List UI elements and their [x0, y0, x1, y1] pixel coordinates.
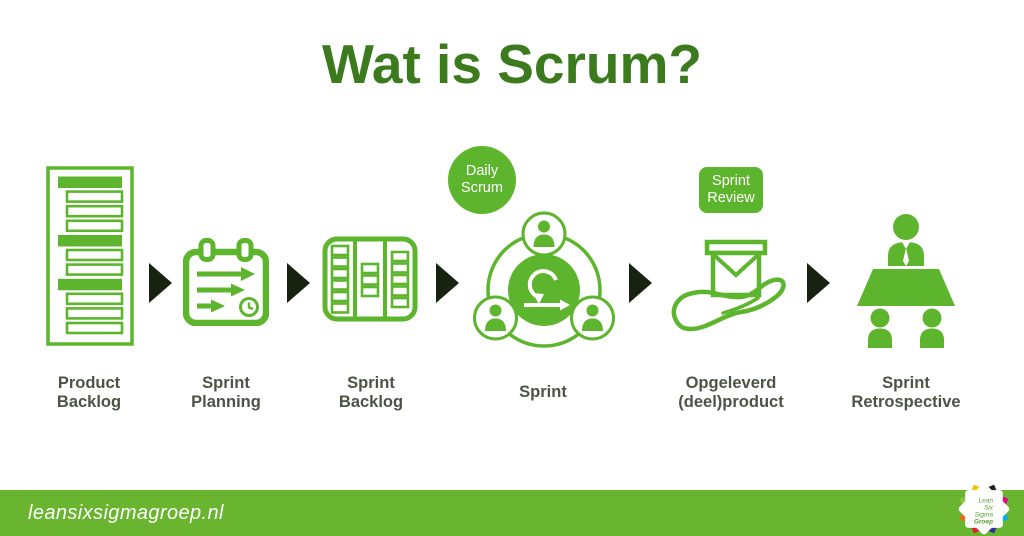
label-sprint-planning: Sprint Planning: [191, 374, 261, 411]
label-sprint-retrospective: Sprint Retrospective: [851, 374, 961, 411]
team-member-icon: [570, 295, 615, 341]
label-product-backlog: Product Backlog: [56, 374, 122, 411]
flow-arrow-icon: [807, 263, 830, 303]
label-sprint: Sprint: [519, 383, 567, 401]
svg-text:Groep: Groep: [974, 519, 993, 526]
logo-text: Lean Six Sigma Groep: [974, 498, 994, 526]
sprint-review-badge: Sprint Review: [699, 167, 763, 213]
sprint-loop-icon: [508, 254, 580, 326]
sprint-cycle-icon: [473, 211, 615, 348]
svg-text:Sigma: Sigma: [975, 512, 994, 519]
sprint-backlog-kanban-icon: [322, 236, 418, 322]
team-member-icon: [521, 211, 567, 257]
team-member-icon: [473, 295, 518, 341]
daily-scrum-badge: Daily Scrum: [448, 146, 516, 214]
footer-bar: leansixsigmagroep.nl: [0, 490, 1024, 536]
label-opgeleverd-deelproduct: Opgeleverd (deel)product: [678, 374, 784, 411]
svg-text:Six: Six: [984, 505, 994, 512]
lean-six-sigma-groep-logo: Lean Six Sigma Groep: [958, 483, 1010, 535]
sprint-review-line2: Review: [707, 190, 755, 206]
website-link[interactable]: leansixsigmagroep.nl: [28, 502, 224, 524]
retrospective-meeting-icon: [857, 214, 955, 348]
sprint-review-line1: Sprint: [712, 173, 750, 189]
tie-icon: [902, 242, 910, 266]
product-backlog-icon: [46, 166, 134, 346]
svg-text:Lean: Lean: [979, 498, 994, 505]
daily-scrum-line2: Scrum: [461, 180, 503, 196]
label-sprint-backlog: Sprint Backlog: [338, 374, 404, 411]
flow-arrow-icon: [629, 263, 652, 303]
sprint-planning-calendar-icon: [183, 238, 269, 326]
flow-arrow-icon: [287, 263, 310, 303]
daily-scrum-line1: Daily: [465, 163, 499, 179]
page-title: Wat is Scrum?: [322, 33, 702, 95]
flow-arrow-icon: [149, 263, 172, 303]
logo-white-flower: [958, 483, 1010, 535]
delivered-product-hand-icon: [671, 239, 786, 332]
flow-arrow-icon: [436, 263, 459, 303]
